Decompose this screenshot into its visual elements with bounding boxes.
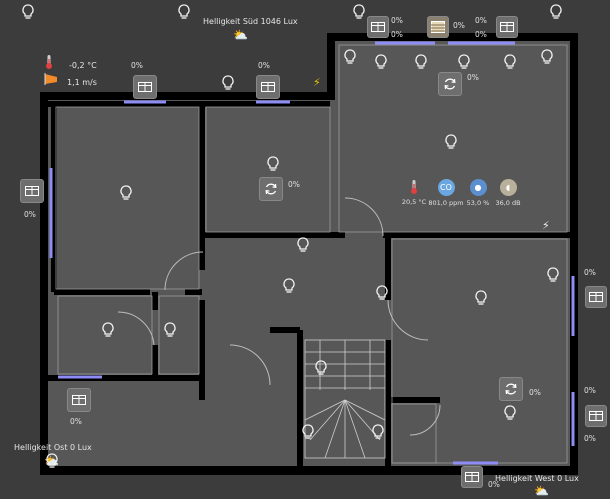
light-bulb-icon[interactable] (457, 54, 471, 70)
brightness-west: Helligkeit West 0 Lux (495, 474, 579, 483)
blind-percent: 0% (391, 30, 403, 39)
indoor-temperature-sensor: 20,5 °C (391, 179, 437, 206)
blind-icon (138, 82, 152, 92)
shutter-icon (431, 21, 445, 33)
blind-percent: 0% (488, 480, 500, 489)
light-bulb-icon[interactable] (474, 290, 488, 306)
co2-value: 801,0 ppm (428, 199, 464, 207)
refresh-icon (505, 383, 517, 395)
ventilation-button[interactable] (259, 177, 283, 201)
refresh-icon (265, 183, 277, 195)
plug-icon[interactable]: ⚡ (542, 219, 550, 232)
humidity-value: 53,0 % (466, 199, 490, 207)
light-bulb-icon[interactable] (45, 453, 59, 469)
house-floor (48, 41, 570, 466)
blind-percent: 0% (70, 417, 82, 426)
light-bulb-icon[interactable] (444, 134, 458, 150)
blind-button[interactable] (20, 179, 44, 203)
door-arcs (117, 197, 441, 436)
light-bulb-icon[interactable] (503, 405, 517, 421)
speaker-icon: ◖ (499, 179, 517, 196)
indoor-temperature: 20,5 °C (401, 198, 427, 206)
blind-percent: 0% (24, 210, 36, 219)
blind-percent: 0% (584, 268, 596, 277)
staircase (304, 339, 386, 459)
refresh-icon (444, 78, 456, 90)
ventilation-percent: 0% (467, 73, 479, 82)
light-bulb-icon[interactable] (540, 49, 554, 65)
light-bulb-icon[interactable] (163, 322, 177, 338)
light-bulb-icon[interactable] (221, 75, 235, 91)
light-bulb-icon[interactable] (101, 322, 115, 338)
light-bulb-icon[interactable] (375, 285, 389, 301)
brightness-south: Helligkeit Süd 1046 Lux (203, 17, 298, 26)
blind-percent: 0% (584, 434, 596, 443)
blind-button[interactable] (585, 405, 607, 427)
light-bulb-icon[interactable] (266, 156, 280, 172)
blind-percent: 0% (258, 61, 270, 70)
light-bulb-icon[interactable] (549, 4, 563, 20)
partly-cloudy-icon: ⛅ (233, 28, 248, 42)
blind-button[interactable] (461, 466, 483, 488)
blind-button[interactable] (256, 75, 280, 99)
blind-icon (500, 22, 514, 32)
blind-percent: 0% (391, 16, 403, 25)
blind-icon (25, 186, 39, 196)
light-bulb-icon[interactable] (119, 185, 133, 201)
wind-icon (44, 73, 57, 85)
light-bulb-icon[interactable] (546, 267, 560, 283)
light-bulb-icon[interactable] (343, 49, 357, 65)
windows (49, 41, 575, 465)
noise-value: 36,0 dB (495, 199, 521, 207)
ventilation-percent: 0% (288, 180, 300, 189)
light-bulb-icon[interactable] (352, 4, 366, 20)
co2-sensor: CO 801,0 ppm (423, 179, 469, 207)
interior-walls (48, 101, 570, 466)
humidity-icon: ● (469, 179, 487, 196)
noise-sensor: ◖ 36,0 dB (485, 179, 531, 207)
thermometer-icon (46, 55, 52, 69)
light-bulb-icon[interactable] (301, 424, 315, 440)
light-bulb-icon[interactable] (371, 424, 385, 440)
shutter-button[interactable] (427, 16, 449, 38)
blind-icon (261, 82, 275, 92)
blind-icon (72, 395, 86, 405)
blind-percent: 0% (475, 30, 487, 39)
blind-icon (589, 292, 603, 302)
blind-icon (589, 411, 603, 421)
co2-icon: CO (437, 179, 455, 196)
outdoor-wind: 1,1 m/s (67, 78, 97, 87)
shutter-percent: 0% (453, 21, 465, 30)
light-bulb-icon[interactable] (314, 360, 328, 376)
plug-icon[interactable]: ⚡ (313, 76, 321, 89)
light-bulb-icon[interactable] (21, 4, 35, 20)
blind-percent: 0% (131, 61, 143, 70)
light-bulb-icon[interactable] (177, 4, 191, 20)
thermometer-icon (411, 180, 417, 194)
brightness-east: Helligkeit Ost 0 Lux (14, 443, 92, 452)
ventilation-button[interactable] (499, 377, 523, 401)
light-bulb-icon[interactable] (282, 278, 296, 294)
blind-button[interactable] (67, 388, 91, 412)
humidity-sensor: ● 53,0 % (455, 179, 501, 207)
blind-button[interactable] (367, 16, 389, 38)
blind-percent: 0% (584, 386, 596, 395)
ventilation-button[interactable] (438, 72, 462, 96)
blind-icon (465, 472, 479, 482)
light-bulb-icon[interactable] (503, 54, 517, 70)
light-bulb-icon[interactable] (374, 54, 388, 70)
blind-icon (371, 22, 385, 32)
light-bulb-icon[interactable] (296, 237, 310, 253)
blind-button[interactable] (585, 286, 607, 308)
blind-button[interactable] (133, 75, 157, 99)
wall-outlines (55, 44, 568, 464)
partly-cloudy-icon: ⛅ (534, 484, 549, 498)
ventilation-percent: 0% (529, 388, 541, 397)
blind-button[interactable] (496, 16, 518, 38)
blind-percent: 0% (475, 16, 487, 25)
outdoor-temperature: -0,2 °C (69, 61, 97, 70)
light-bulb-icon[interactable] (414, 54, 428, 70)
